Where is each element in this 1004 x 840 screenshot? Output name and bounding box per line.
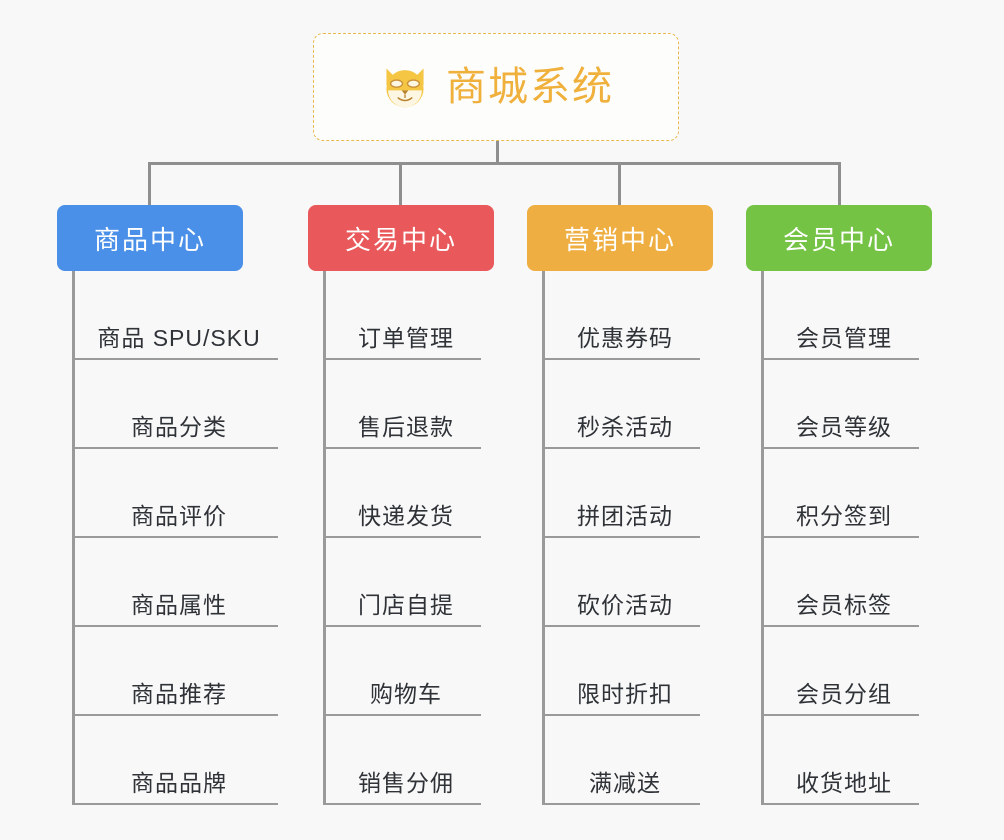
leaf-item[interactable]: 限时折扣 [542,627,700,716]
leaf-item[interactable]: 积分签到 [761,449,919,538]
leaf-item[interactable]: 会员标签 [761,538,919,627]
leaf-item-label: 优惠券码 [577,325,673,352]
root-node[interactable]: 商城系统 [313,33,679,141]
category-label: 会员中心 [782,224,895,255]
leaf-item[interactable]: 商品评价 [72,449,278,538]
leaf-item-label: 销售分佣 [358,770,454,797]
shiba-dog-face-icon [386,68,424,109]
leaf-item-label: 积分签到 [796,503,892,530]
leaf-item[interactable]: 会员管理 [761,271,919,360]
leaf-item[interactable]: 收货地址 [761,716,919,805]
leaf-item[interactable]: 订单管理 [323,271,481,360]
leaf-item-label: 订单管理 [358,325,454,352]
leaf-trunk-line [542,271,545,805]
leaf-item[interactable]: 会员等级 [761,360,919,449]
leaf-item[interactable]: 快递发货 [323,449,481,538]
leaf-trunk-line [323,271,326,805]
leaf-item[interactable]: 会员分组 [761,627,919,716]
leaf-item-label: 购物车 [370,681,442,708]
leaf-item[interactable]: 商品推荐 [72,627,278,716]
leaf-item-label: 商品 SPU/SKU [97,325,261,352]
root-stem-connector [496,141,499,165]
leaf-trunk-line [72,271,75,805]
leaf-item-label: 满减送 [589,770,661,797]
leaf-column-3: 优惠券码秒杀活动拼团活动砍价活动限时折扣满减送 [542,271,700,805]
leaf-item[interactable]: 商品分类 [72,360,278,449]
category-label: 交易中心 [344,224,457,255]
leaf-item-label: 会员管理 [796,325,892,352]
category-box-4[interactable]: 会员中心 [746,205,932,271]
horizontal-bus-connector [148,162,841,165]
leaf-item[interactable]: 砍价活动 [542,538,700,627]
leaf-item-label: 限时折扣 [577,681,673,708]
leaf-trunk-line [761,271,764,805]
leaf-item[interactable]: 商品属性 [72,538,278,627]
root-title: 商城系统 [446,65,614,109]
leaf-item-label: 砍价活动 [577,592,673,619]
drop-connector-2 [399,162,402,207]
leaf-item[interactable]: 满减送 [542,716,700,805]
leaf-item-label: 会员标签 [796,592,892,619]
leaf-item[interactable]: 秒杀活动 [542,360,700,449]
leaf-item-label: 收货地址 [796,770,892,797]
leaf-item-label: 快递发货 [358,503,454,530]
drop-connector-1 [148,162,151,207]
leaf-column-2: 订单管理售后退款快递发货门店自提购物车销售分佣 [323,271,481,805]
leaf-item-label: 门店自提 [358,592,454,619]
leaf-column-1: 商品 SPU/SKU 商品分类商品评价商品属性商品推荐商品品牌 [72,271,278,805]
leaf-item[interactable]: 商品 SPU/SKU [72,271,278,360]
leaf-item-label: 商品推荐 [131,681,227,708]
leaf-item-label: 售后退款 [358,414,454,441]
leaf-column-4: 会员管理会员等级积分签到会员标签会员分组收货地址 [761,271,919,805]
category-label: 商品中心 [93,224,206,255]
leaf-item-label: 商品品牌 [131,770,227,797]
leaf-item[interactable]: 购物车 [323,627,481,716]
leaf-item[interactable]: 拼团活动 [542,449,700,538]
leaf-item-label: 秒杀活动 [577,414,673,441]
category-label: 营销中心 [563,224,676,255]
leaf-item-label: 商品属性 [131,592,227,619]
leaf-item-label: 商品评价 [131,503,227,530]
leaf-item-label: 商品分类 [131,414,227,441]
leaf-item[interactable]: 优惠券码 [542,271,700,360]
leaf-item-label: 会员等级 [796,414,892,441]
category-box-2[interactable]: 交易中心 [308,205,494,271]
leaf-item-label: 拼团活动 [577,503,673,530]
leaf-item[interactable]: 门店自提 [323,538,481,627]
drop-connector-4 [838,162,841,207]
leaf-item[interactable]: 售后退款 [323,360,481,449]
leaf-item-label: 会员分组 [796,681,892,708]
leaf-item[interactable]: 商品品牌 [72,716,278,805]
category-box-3[interactable]: 营销中心 [527,205,713,271]
category-box-1[interactable]: 商品中心 [57,205,243,271]
drop-connector-3 [618,162,621,207]
leaf-item[interactable]: 销售分佣 [323,716,481,805]
